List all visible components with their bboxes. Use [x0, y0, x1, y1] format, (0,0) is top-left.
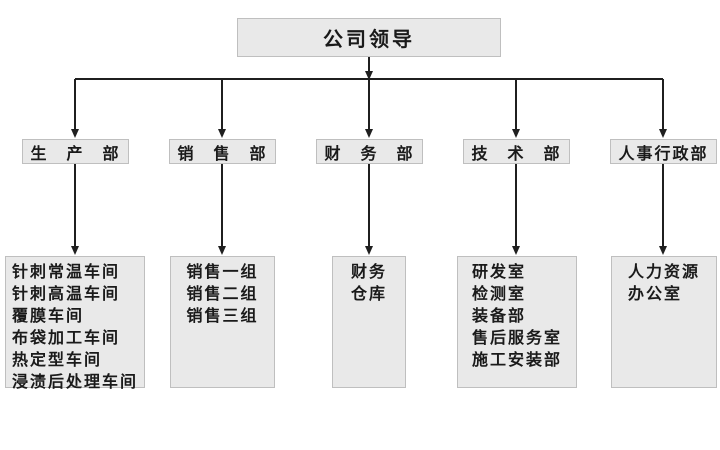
connector-sub-arrow	[659, 164, 667, 255]
sub-department-item: 热定型车间	[11, 352, 102, 369]
sub-department-item: 销售一组	[186, 264, 259, 281]
sub-department-item: 销售二组	[186, 286, 259, 303]
node-sales-dept: 销 售 部	[169, 139, 276, 164]
sub-department-list: 人力资源办公室	[628, 262, 700, 387]
sub-department-item: 研发室	[471, 264, 526, 281]
sub-department-item: 覆膜车间	[11, 308, 84, 325]
connector-sub-arrow	[218, 164, 226, 255]
node-finance-dept: 财 务 部	[316, 139, 423, 164]
sub-department-item: 销售三组	[186, 308, 259, 325]
node-sales-dept-label: 销 售 部	[177, 145, 268, 163]
node-technology-sub-list: 研发室检测室装备部售后服务室施工安装部	[457, 256, 577, 388]
sub-department-list: 财务仓库	[351, 262, 387, 387]
sub-department-list: 销售一组销售二组销售三组	[186, 262, 258, 387]
sub-department-item: 人力资源	[627, 264, 700, 281]
node-finance-sub-list: 财务仓库	[332, 256, 406, 388]
node-company-leadership: 公司领导	[237, 18, 501, 57]
node-hr-admin-dept-label: 人事行政部	[618, 145, 709, 163]
sub-department-item: 针刺高温车间	[11, 286, 120, 303]
sub-department-item: 浸渍后处理车间	[11, 374, 138, 391]
node-company-leadership-label: 公司领导	[323, 29, 415, 51]
connector-drop-arrow	[365, 79, 373, 138]
sub-department-list: 针刺常温车间针刺高温车间覆膜车间布袋加工车间热定型车间浸渍后处理车间	[11, 262, 138, 391]
connector-root-stem	[365, 56, 373, 80]
sub-department-item: 办公室	[627, 286, 682, 303]
connector-sub-arrow	[365, 164, 373, 255]
node-technology-dept-label: 技 术 部	[471, 145, 562, 163]
node-finance-dept-label: 财 务 部	[324, 145, 415, 163]
sub-department-item: 施工安装部	[471, 352, 562, 369]
connector-drop-arrow	[218, 79, 226, 138]
node-technology-dept: 技 术 部	[463, 139, 570, 164]
sub-department-item: 布袋加工车间	[11, 330, 120, 347]
sub-department-list: 研发室检测室装备部售后服务室施工安装部	[472, 262, 562, 387]
node-hr-admin-sub-list: 人力资源办公室	[611, 256, 717, 388]
connector-sub-arrow	[71, 164, 79, 255]
sub-department-item: 针刺常温车间	[11, 264, 120, 281]
node-production-sub-list: 针刺常温车间针刺高温车间覆膜车间布袋加工车间热定型车间浸渍后处理车间	[5, 256, 145, 391]
connector-drop-arrow	[512, 79, 520, 138]
node-production-dept-label: 生 产 部	[30, 145, 121, 163]
sub-department-item: 财务	[350, 264, 387, 281]
connector-drop-arrow	[659, 79, 667, 138]
sub-department-item: 仓库	[350, 286, 387, 303]
sub-department-item: 售后服务室	[471, 330, 562, 347]
sub-department-item: 检测室	[471, 286, 526, 303]
sub-department-item: 装备部	[471, 308, 526, 325]
node-hr-admin-dept: 人事行政部	[610, 139, 717, 164]
connector-drop-arrow	[71, 79, 79, 138]
node-production-dept: 生 产 部	[22, 139, 129, 164]
connector-sub-arrow	[512, 164, 520, 255]
node-sales-sub-list: 销售一组销售二组销售三组	[170, 256, 275, 388]
